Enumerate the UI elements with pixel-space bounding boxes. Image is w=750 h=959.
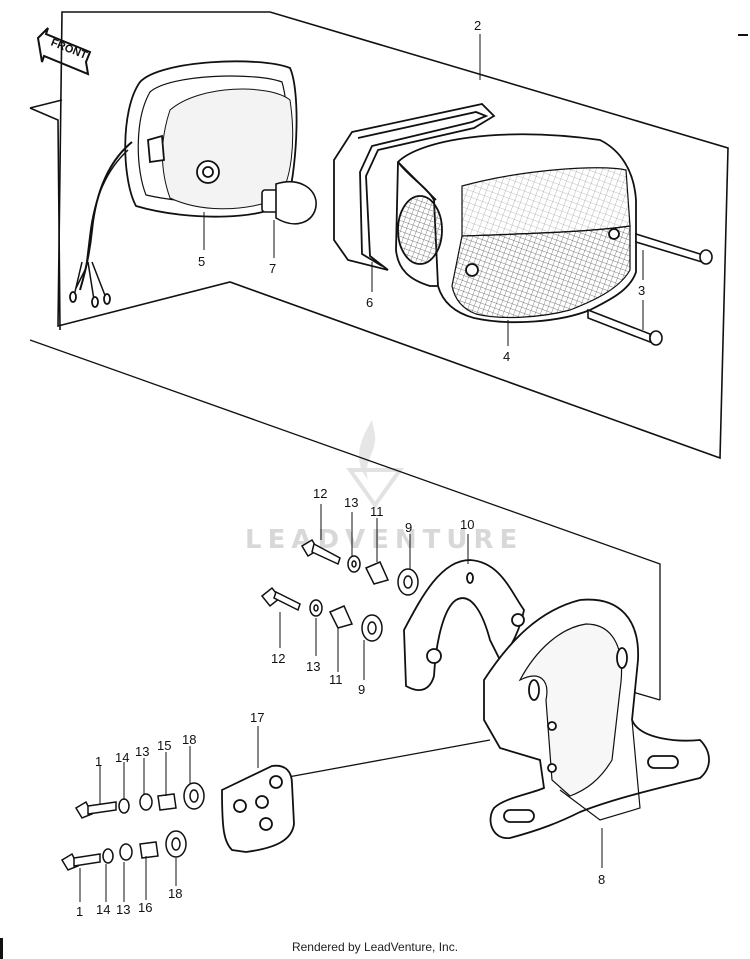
callout-12-upper: 12 xyxy=(313,486,327,501)
watermark-text: LEADVENTURE xyxy=(245,525,523,555)
callout-6: 6 xyxy=(366,295,373,310)
hardware-set-left-lower xyxy=(60,830,187,871)
lens-gasket xyxy=(333,103,496,271)
lens-screws xyxy=(587,232,713,346)
callout-1-lower: 1 xyxy=(76,904,83,919)
callout-9-upper: 9 xyxy=(405,520,412,535)
callout-9-lower: 9 xyxy=(358,682,365,697)
leader-lines-upper xyxy=(203,34,644,346)
hardware-set-middle xyxy=(260,586,383,642)
callout-2: 2 xyxy=(474,18,481,33)
callout-labels: 2 5 7 6 4 3 12 13 11 9 10 12 13 11 9 17 … xyxy=(76,18,645,919)
callout-13-left-lower: 13 xyxy=(116,902,130,917)
edge-mark xyxy=(738,34,748,36)
callout-14-lower: 14 xyxy=(96,902,110,917)
callout-13-lower: 13 xyxy=(306,659,320,674)
footer-credit: Rendered by LeadVenture, Inc. xyxy=(291,940,459,954)
callout-16: 16 xyxy=(138,900,152,915)
callout-13-left-upper: 13 xyxy=(135,744,149,759)
front-arrow-icon: FRONT xyxy=(36,27,92,76)
callout-10: 10 xyxy=(460,517,474,532)
bulb xyxy=(261,180,317,225)
callout-12-lower: 12 xyxy=(271,651,285,666)
callout-11-upper: 11 xyxy=(370,504,384,519)
callout-11-lower: 11 xyxy=(329,672,343,687)
license-bracket xyxy=(483,598,710,839)
hardware-set-upper xyxy=(300,538,419,596)
callout-14-upper: 14 xyxy=(115,750,129,765)
upper-group-frame xyxy=(29,11,729,460)
callout-1-upper: 1 xyxy=(95,754,102,769)
callout-13-upper: 13 xyxy=(344,495,358,510)
callout-18-upper: 18 xyxy=(182,732,196,747)
callout-3: 3 xyxy=(638,283,645,298)
leader-lines-lower xyxy=(79,504,603,902)
callout-7: 7 xyxy=(269,261,276,276)
callout-18-lower: 18 xyxy=(168,886,182,901)
callout-5: 5 xyxy=(198,254,205,269)
callout-8: 8 xyxy=(598,872,605,887)
hardware-set-left-upper xyxy=(74,782,205,819)
taillight-lens xyxy=(395,133,637,324)
watermark: LEADVENTURE xyxy=(245,420,523,555)
callout-15: 15 xyxy=(157,738,171,753)
mount-plate xyxy=(221,764,295,853)
edge-mark xyxy=(0,938,3,959)
callout-4: 4 xyxy=(503,349,510,364)
callout-17: 17 xyxy=(250,710,264,725)
taillight-base xyxy=(69,60,298,308)
